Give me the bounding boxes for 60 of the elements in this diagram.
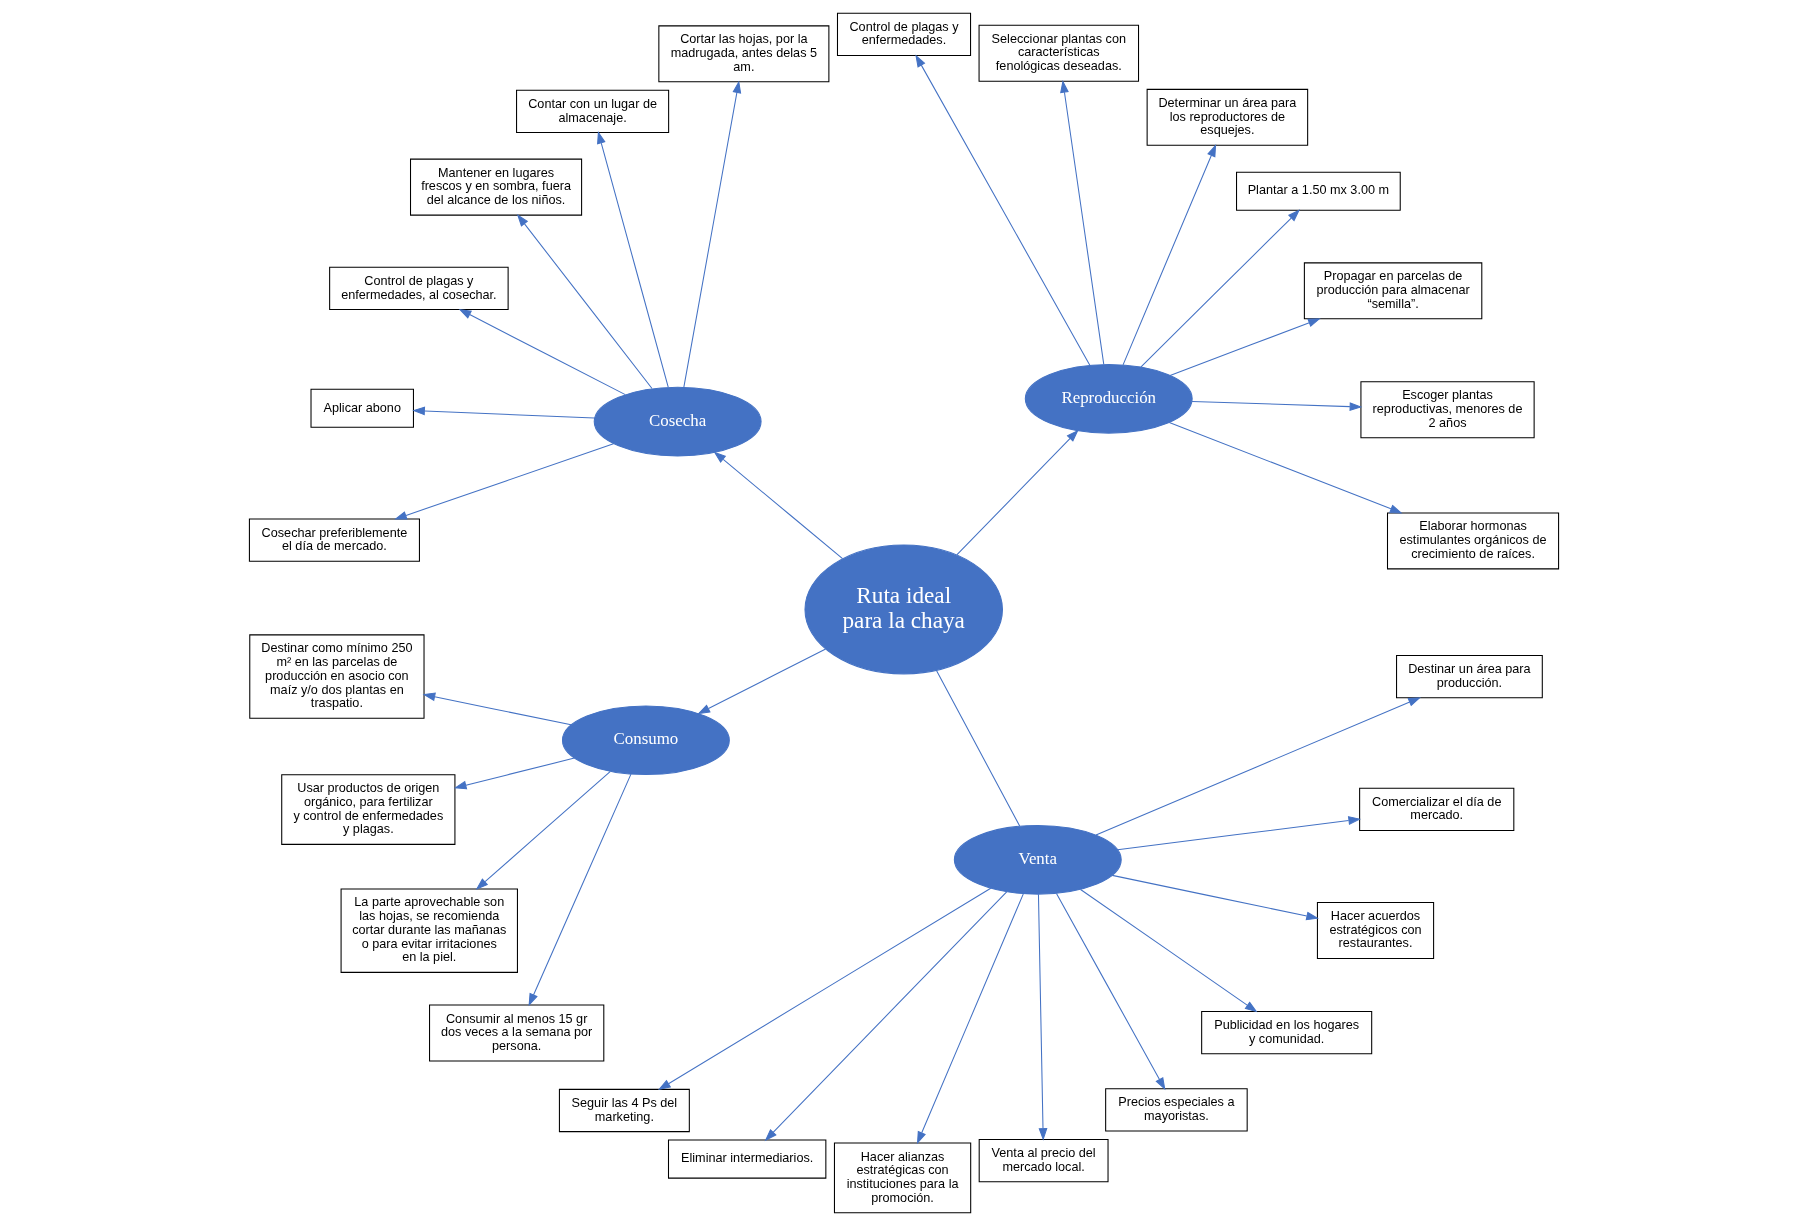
node-box: Usar productos de origen orgánico, para fertilizar y control de enfermedades y plagas. — [281, 773, 456, 845]
node-ellipse: Reproducción — [1024, 363, 1193, 434]
node-box: Eliminar intermediarios. — [667, 1139, 827, 1179]
node-box: Cortar las hojas, por la madrugada, antes delas 5 am. — [658, 24, 830, 82]
connector — [935, 669, 1021, 826]
node-box: Control de plagas y enfermedades, al cosechar. — [329, 266, 509, 310]
arrow — [1111, 874, 1319, 920]
node-box: Aplicar abono — [310, 388, 414, 428]
arrow — [412, 406, 595, 419]
node-box: Destinar un área para producción. — [1396, 654, 1543, 698]
node-box: Determinar un área para los reproductores de esquejes. — [1146, 88, 1309, 146]
arrow — [916, 892, 1024, 1144]
arrow — [956, 429, 1079, 555]
arrow — [458, 308, 626, 395]
node-box: Venta al precio del mercado local. — [978, 1138, 1109, 1182]
node-box: Propagar en parcelas de producción para almacenar “semilla”. — [1303, 261, 1483, 319]
node-box: Hacer acuerdos estratégicos con restaurantes. — [1316, 901, 1435, 959]
node-box: La parte aprovechable son las hojas, se recomienda cortar durante las mañanas o para evitar irritaciones en la piel. — [340, 887, 518, 973]
arrow — [422, 691, 572, 725]
node-box: Plantar a 1.50 mx 3.00 m — [1236, 171, 1401, 211]
arrow — [1095, 696, 1421, 836]
node-box: Mantener en lugares frescos y en sombra, fuera del alcance de los niños. — [410, 158, 583, 216]
node-box: Precios especiales a mayoristas. — [1105, 1087, 1248, 1132]
node-box: Consumir al menos 15 gr dos veces a la semana por persona. — [429, 1004, 605, 1062]
arrow — [528, 773, 632, 1006]
arrow — [1080, 888, 1258, 1012]
node-ellipse: Venta — [953, 824, 1122, 895]
node-box: Seleccionar plantas con características fenológicas deseadas. — [978, 24, 1140, 82]
node-box: Escoger plantas reproductivas, menores de 2 años — [1360, 380, 1535, 438]
node-box: Cosechar preferiblemente el día de mercado. — [248, 518, 420, 562]
arrow — [1060, 79, 1105, 365]
arrow — [764, 890, 1008, 1141]
arrow — [453, 757, 575, 789]
arrow — [697, 648, 827, 714]
arrow — [1191, 400, 1363, 411]
arrow — [1168, 421, 1403, 513]
arrow — [683, 79, 742, 388]
node-box: Hacer alianzas estratégicas con instituciones para la promoción. — [833, 1142, 972, 1213]
node-box: Destinar como mínimo 250 m² en las parcelas de producción en asocio con maíz y/o dos plantas en traspatio. — [249, 633, 425, 719]
arrow — [1169, 317, 1321, 376]
node-ellipse: Ruta ideal para la chaya — [804, 544, 1003, 674]
node-box: Elaborar hormonas estimulantes orgánicos de crecimiento de raíces. — [1386, 511, 1560, 569]
arrow — [1117, 815, 1362, 850]
node-box: Publicidad en los hogares y comunidad. — [1201, 1010, 1373, 1054]
arrow — [1037, 893, 1048, 1141]
arrow — [915, 53, 1091, 366]
arrow — [394, 442, 615, 520]
node-box: Comercializar el día de mercado. — [1359, 787, 1515, 831]
node-ellipse: Cosecha — [593, 386, 762, 456]
node-box: Contar con un lugar de almacenaje. — [516, 89, 670, 133]
arrow — [516, 213, 653, 389]
arrow — [1055, 892, 1166, 1090]
arrow — [475, 770, 611, 890]
arrow — [1140, 208, 1301, 367]
node-box: Seguir las 4 Ps del marketing. — [558, 1088, 690, 1132]
arrow — [713, 450, 844, 559]
arrow — [658, 887, 992, 1090]
node-box: Control de plagas y enfermedades. — [836, 12, 972, 56]
arrow — [597, 130, 669, 388]
arrow — [1122, 143, 1217, 365]
